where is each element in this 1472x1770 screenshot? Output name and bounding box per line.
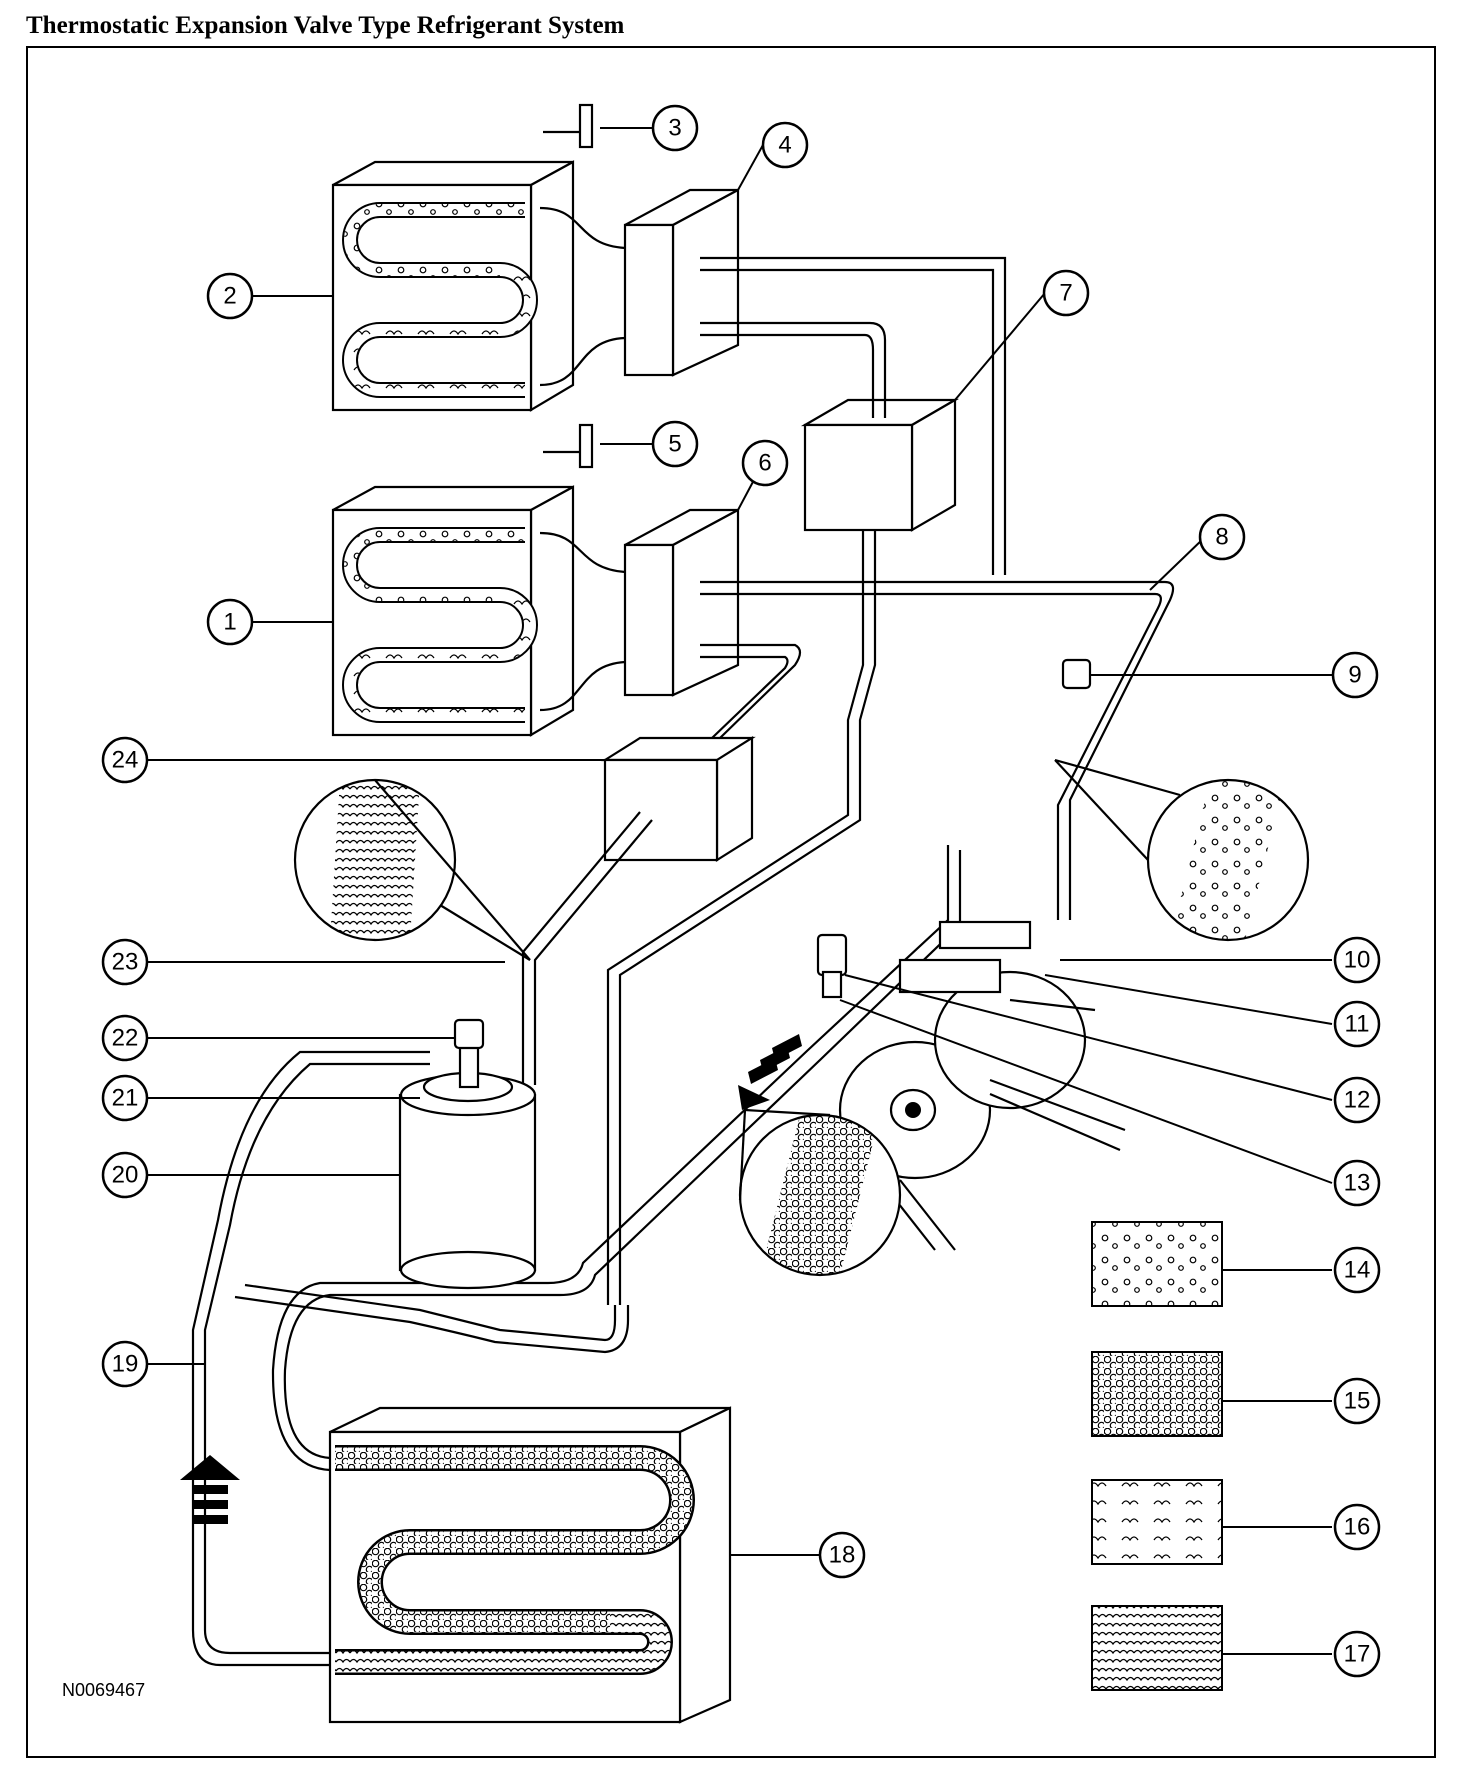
svg-text:16: 16 — [1344, 1514, 1371, 1541]
service-port-9 — [1061, 658, 1092, 690]
callout-8: 8 — [1198, 513, 1246, 561]
magnifier-15 — [738, 1108, 902, 1277]
compressor-assembly — [838, 920, 1126, 1251]
callout-2: 2 — [206, 272, 254, 320]
callout-5: 5 — [651, 420, 699, 468]
legend-swatch-14 — [1091, 1221, 1223, 1307]
receiver-drier-20 — [398, 1018, 537, 1290]
svg-text:12: 12 — [1344, 1087, 1371, 1114]
svg-text:21: 21 — [112, 1085, 139, 1112]
callout-3: 3 — [651, 104, 699, 152]
callout-12: 12 — [1333, 1076, 1381, 1124]
callout-4: 4 — [761, 121, 809, 169]
svg-text:10: 10 — [1344, 947, 1371, 974]
svg-text:20: 20 — [112, 1162, 139, 1189]
callout-24: 24 — [101, 736, 149, 784]
pressure-switch-12 — [816, 933, 848, 999]
sensor-3 — [543, 103, 594, 149]
svg-text:6: 6 — [758, 450, 771, 477]
svg-text:7: 7 — [1059, 280, 1072, 307]
figure-id: N0069467 — [62, 1680, 146, 1700]
svg-text:14: 14 — [1344, 1257, 1371, 1284]
svg-text:24: 24 — [112, 747, 139, 774]
callout-20: 20 — [101, 1151, 149, 1199]
callout-19: 19 — [101, 1340, 149, 1388]
svg-text:9: 9 — [1348, 662, 1361, 689]
svg-text:22: 22 — [112, 1025, 139, 1052]
svg-text:1: 1 — [223, 609, 236, 636]
evaporator-core-2 — [331, 160, 575, 412]
callout-22: 22 — [101, 1014, 149, 1062]
callout-6: 6 — [741, 439, 789, 487]
expansion-valve-6 — [539, 508, 740, 712]
callout-13: 13 — [1333, 1159, 1381, 1207]
svg-text:2: 2 — [223, 283, 236, 310]
condenser-18 — [328, 1406, 732, 1724]
svg-text:11: 11 — [1345, 1011, 1370, 1038]
svg-text:15: 15 — [1344, 1388, 1371, 1415]
callout-16: 16 — [1333, 1503, 1381, 1551]
flow-arrow-up — [180, 1455, 240, 1524]
callout-7: 7 — [1042, 269, 1090, 317]
legend-swatch-16 — [1091, 1479, 1223, 1565]
expansion-valve-4 — [539, 188, 740, 387]
callout-1: 1 — [206, 598, 254, 646]
callout-14: 14 — [1333, 1246, 1381, 1294]
refrigerant-lines — [191, 256, 1175, 1667]
callout-18: 18 — [818, 1531, 866, 1579]
callout-11: 11 — [1333, 1000, 1381, 1048]
callout-17: 17 — [1333, 1630, 1381, 1678]
sensor-5 — [543, 423, 594, 469]
callout-15: 15 — [1333, 1377, 1381, 1425]
svg-text:13: 13 — [1344, 1170, 1371, 1197]
callout-21: 21 — [101, 1074, 149, 1122]
callout-10: 10 — [1333, 936, 1381, 984]
diagram-frame — [26, 46, 1436, 1758]
legend-swatch-15 — [1091, 1351, 1223, 1437]
flow-arrow-down — [738, 1034, 802, 1110]
svg-text:4: 4 — [778, 132, 791, 159]
leader-lines — [148, 127, 1333, 1655]
diagram-title: Thermostatic Expansion Valve Type Refrig… — [26, 12, 625, 39]
svg-text:17: 17 — [1344, 1641, 1371, 1668]
svg-text:3: 3 — [668, 115, 681, 142]
svg-text:5: 5 — [668, 431, 681, 458]
component-7 — [800, 398, 960, 532]
evaporator-core-1 — [331, 485, 575, 737]
callout-23: 23 — [101, 938, 149, 986]
svg-text:23: 23 — [112, 949, 139, 976]
magnifier-23 — [293, 778, 531, 961]
component-24 — [601, 736, 756, 862]
svg-text:8: 8 — [1215, 524, 1228, 551]
svg-text:19: 19 — [112, 1351, 139, 1378]
magnifier-8 — [1054, 758, 1310, 942]
callout-9: 9 — [1331, 651, 1379, 699]
svg-text:18: 18 — [829, 1542, 856, 1569]
legend-swatch-17 — [1091, 1605, 1223, 1691]
